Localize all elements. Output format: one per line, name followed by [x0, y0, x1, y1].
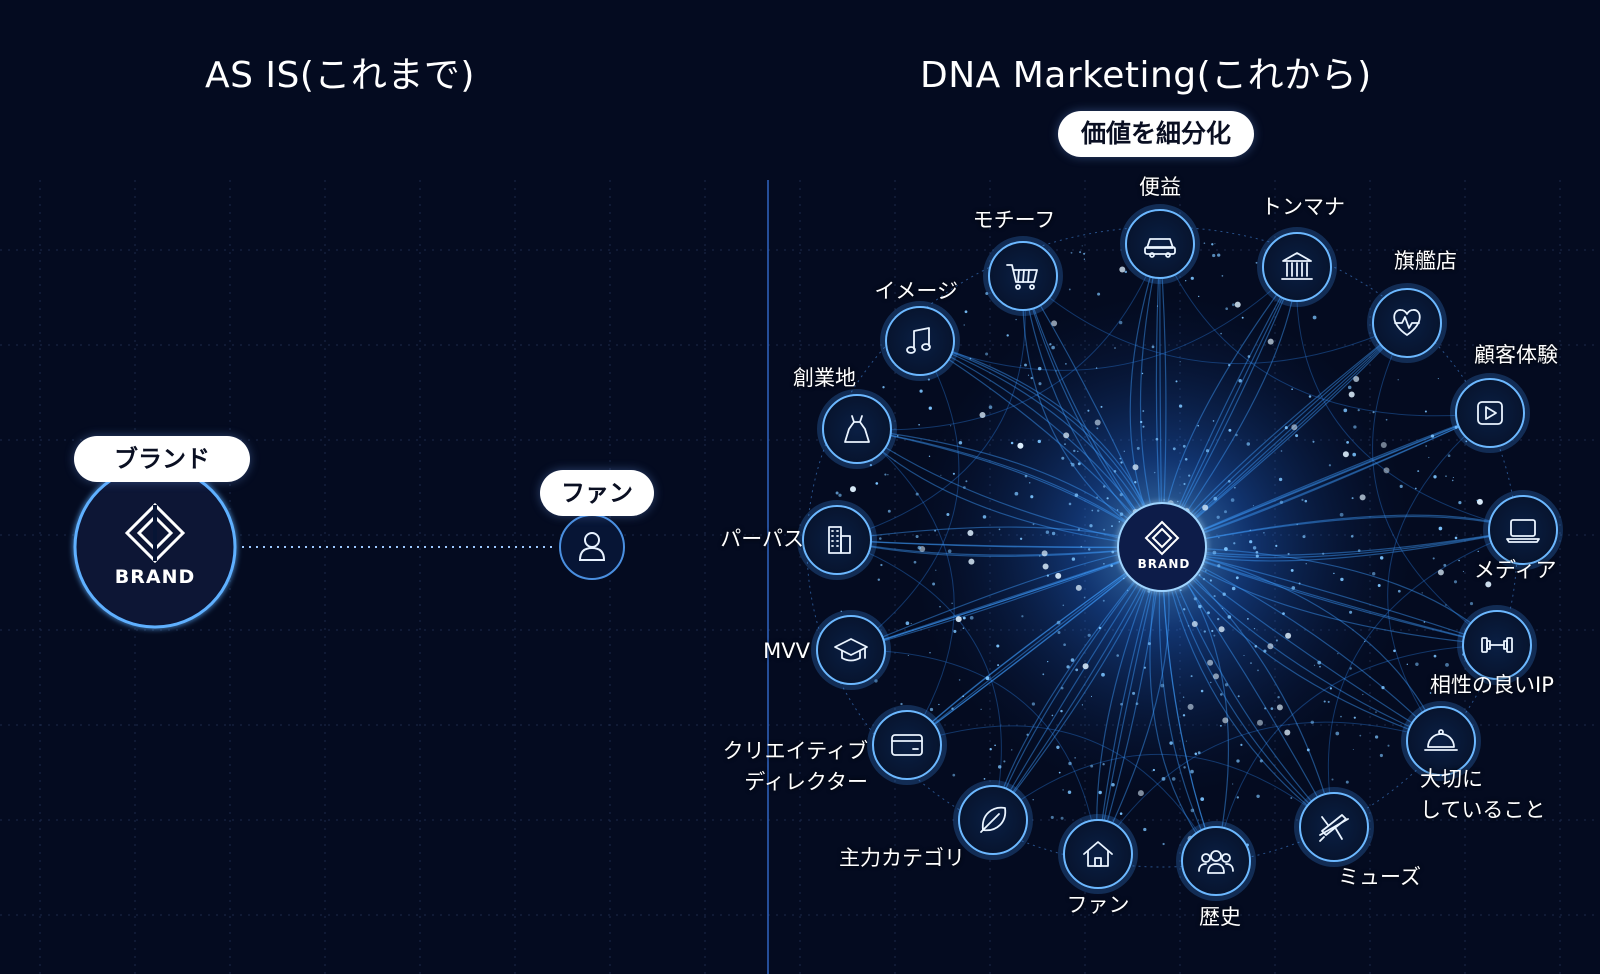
- leaf-icon: [980, 806, 1007, 833]
- brand-node-left: [73, 465, 237, 629]
- network-sparkles: [835, 242, 1492, 850]
- node-label: 便益: [1139, 175, 1181, 199]
- segment-value-pill: 価値を細分化: [1058, 111, 1254, 157]
- node-label: 旗艦店: [1394, 249, 1457, 273]
- bank-icon: [1281, 252, 1313, 280]
- value-node: [1294, 787, 1374, 867]
- value-node: [1457, 605, 1537, 685]
- play-icon: [1477, 401, 1503, 425]
- node-label: クリエイティブディレクター: [722, 739, 868, 794]
- dumbbell-icon: [1481, 637, 1513, 653]
- value-node: [983, 236, 1063, 316]
- heart-pulse-icon: [1393, 309, 1421, 336]
- value-node: [1450, 373, 1530, 453]
- node-label: ファン: [1066, 893, 1130, 917]
- value-node: [817, 389, 897, 469]
- dress-icon: [844, 415, 870, 443]
- graduation-cap-icon: [834, 638, 868, 662]
- node-label: パーパス: [720, 527, 804, 551]
- brand-logo-icon: [124, 502, 186, 564]
- brand-text-left: BRAND: [114, 566, 196, 588]
- node-label: メディア: [1474, 558, 1557, 582]
- grid-lines: [0, 180, 1600, 974]
- fan-pill: ファン: [540, 470, 654, 516]
- node-label: 主力カテゴリ: [839, 846, 965, 870]
- value-node: [811, 610, 891, 690]
- person-icon: [578, 532, 606, 561]
- node-label: イメージ: [874, 279, 958, 303]
- value-node: [1120, 204, 1200, 284]
- value-node: [1058, 814, 1138, 894]
- node-label: ミューズ: [1338, 865, 1421, 889]
- value-node: [1367, 283, 1447, 363]
- value-node: [797, 500, 877, 580]
- brand-node-center: [1117, 502, 1207, 592]
- value-node: [1257, 227, 1337, 307]
- node-label: モチーフ: [972, 208, 1056, 232]
- value-node: [1401, 701, 1481, 781]
- node-label: 顧客体験: [1474, 343, 1558, 367]
- airplane-icon: [1319, 814, 1349, 842]
- building-icon: [828, 526, 851, 554]
- credit-card-icon: [891, 734, 923, 756]
- node-label: 歴史: [1199, 905, 1241, 929]
- home-icon: [1083, 841, 1113, 867]
- brand-text-center: BRAND: [1137, 557, 1191, 571]
- value-node: [1176, 821, 1256, 901]
- node-label: MVV: [763, 639, 810, 663]
- brand-pill: ブランド: [74, 436, 250, 482]
- title-dna-marketing: DNA Marketing(これから): [920, 55, 1372, 96]
- laptop-icon: [1506, 519, 1540, 543]
- users-icon: [1198, 850, 1234, 874]
- car-icon: [1144, 238, 1176, 258]
- title-as-is: AS IS(これまで): [205, 55, 475, 96]
- brand-logo-icon: [1144, 520, 1180, 556]
- music-note-icon: [906, 327, 931, 354]
- value-node: [953, 780, 1033, 860]
- value-node: [867, 705, 947, 785]
- node-label: 大切にしていること: [1420, 767, 1546, 822]
- fan-node-left: [559, 514, 625, 580]
- node-label: 創業地: [793, 366, 856, 390]
- cloche-icon: [1424, 729, 1458, 751]
- value-node: [1483, 490, 1563, 570]
- node-label: トンマナ: [1261, 195, 1345, 219]
- value-node: [880, 301, 960, 381]
- shopping-cart-icon: [1006, 264, 1038, 290]
- node-label: 相性の良いIP: [1430, 673, 1554, 697]
